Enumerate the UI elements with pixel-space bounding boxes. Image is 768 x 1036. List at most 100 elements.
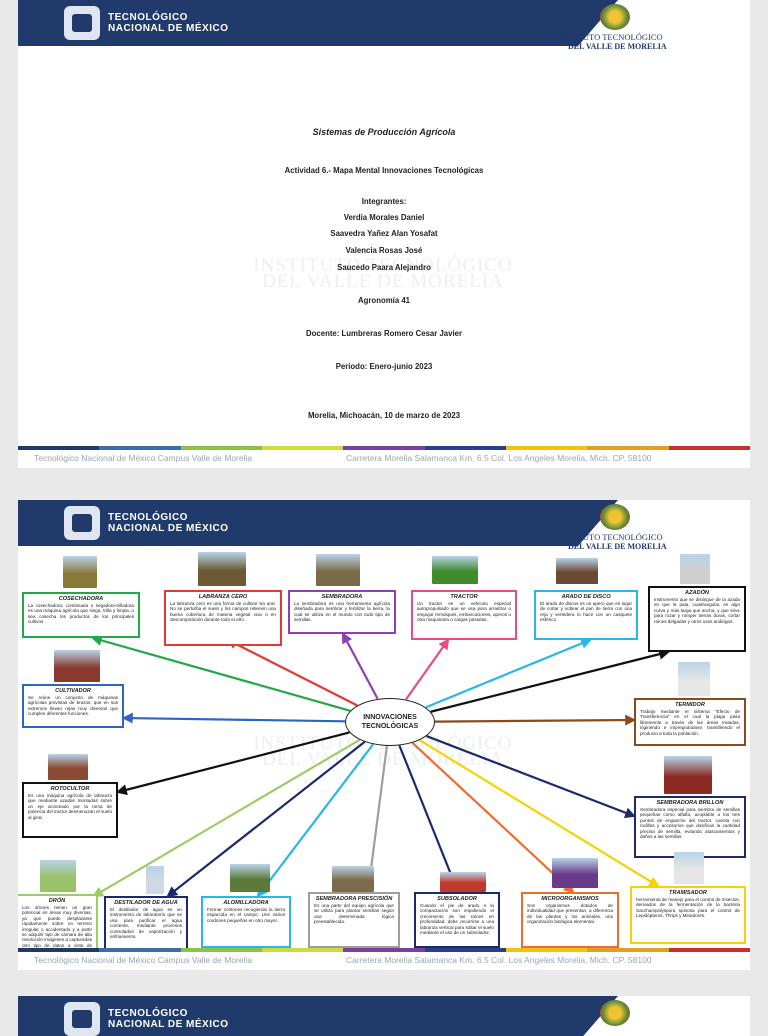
node-text: El destilador de agua es un instrumento …: [110, 907, 182, 940]
node-text: herramienta de manejo para el control de…: [636, 897, 740, 919]
node-text: Es una máquina agrícola de labranza que …: [28, 793, 112, 820]
thumbnail-labranza-cero: [198, 552, 246, 586]
tecnm-name-line2: NACIONAL DE MÉXICO: [108, 523, 229, 534]
tecnm-name: TECNOLÓGICO NACIONAL DE MÉXICO: [108, 512, 229, 534]
watermark-line2: DEL VALLE DE MORELIA: [262, 271, 504, 292]
node-title: SEMBRADORA BRILLON: [656, 800, 724, 806]
node-text: Instrumento que se distingue de la azada…: [654, 597, 740, 624]
thumbnail-azad-n: [680, 554, 710, 584]
itvm-name-line2: DEL VALLE DE MORELIA: [568, 542, 667, 551]
node-title: TRACTOR: [450, 594, 478, 600]
node-title: MICROORGANISMOS: [541, 896, 599, 902]
tecnm-name-line1: TECNOLÓGICO: [108, 1008, 188, 1019]
header-band: [18, 0, 618, 46]
node-title: SUBSOLADOR: [437, 896, 477, 902]
tecnm-name-line2: NACIONAL DE MÉXICO: [108, 1019, 229, 1030]
tecnm-logo-icon: [64, 1002, 100, 1036]
node-text: La labranza cero es una forma de cultiva…: [170, 601, 276, 623]
footer-color-segment: [180, 948, 262, 952]
member-3: Valencia Rosas José: [345, 246, 423, 255]
next-page-header: TECNOLÓGICO NACIONAL DE MÉXICO: [18, 996, 750, 1036]
thumbnail-subsolador: [440, 872, 486, 892]
footer-color-segment: [343, 948, 425, 952]
tecnm-logo-icon: [64, 6, 100, 40]
connector-dr-n: [92, 738, 361, 898]
footer-color-segment: [18, 948, 100, 952]
thumbnail-arado-de-disco: [556, 558, 598, 584]
page-footer: Tecnológico Nacional de México Campus Va…: [18, 446, 750, 468]
header-band: [18, 996, 618, 1036]
page-footer: Tecnológico Nacional de México Campus Va…: [18, 948, 750, 970]
thumbnail-cosechadora: [63, 556, 97, 588]
node-text: Se reúne un conjunto de máquinas agrícol…: [28, 695, 118, 717]
itvm-name-line2: DEL VALLE DE MORELIA: [568, 42, 667, 51]
connector-rotocultor: [115, 731, 350, 796]
connector-microorganismos: [411, 742, 575, 894]
teacher-label: Docente: Lumbreras Romero Cesar Javier: [306, 329, 462, 338]
center-line1: INNOVACIONES: [363, 714, 417, 721]
center-line2: TECNOLÓGICAS: [361, 723, 419, 730]
node-text: Un tractor es un vehículo especial autop…: [417, 601, 511, 623]
connector-cultivador: [121, 712, 346, 724]
mindmap-connectors: [90, 632, 671, 898]
mindmap-page: TECNOLÓGICO NACIONAL DE MÉXICO INSTITUTO…: [18, 500, 750, 970]
node-text: Sembradora especial para siembra de semi…: [640, 807, 740, 840]
thumbnail-tractor: [432, 556, 478, 584]
node-text: Formar contones recogiendo la tierra esp…: [207, 907, 285, 923]
subject-title: Sistemas de Producción Agrícola: [312, 127, 456, 137]
connector-destilador-de-agua: [166, 740, 366, 898]
thumbnail-cultivador: [54, 650, 100, 682]
itvm-seal-icon: [600, 1000, 630, 1026]
connector-tractor: [404, 638, 450, 701]
node-title: SEMBRADORA: [321, 594, 363, 600]
footer-color-bar: [18, 948, 750, 952]
node-text: Es una parte del equipo agrícola que se …: [314, 903, 394, 925]
footer-right-text: Carretera Morelia Salamanca Km. 6.5 Col.…: [346, 955, 652, 965]
activity-title: Actividad 6.- Mapa Mental Innovaciones T…: [284, 166, 484, 175]
itvm-name-line1: INSTITUTO TECNOLÓGICO: [556, 32, 663, 42]
node-title: DRÓN: [48, 898, 66, 904]
itvm-logo: INSTITUTO TECNOLÓGICO DEL VALLE DE MOREL…: [548, 2, 738, 52]
watermark-line1: INSTITUTO TECNOLÓGICO: [253, 255, 513, 276]
footer-color-segment: [505, 948, 588, 952]
footer-color-segment: [587, 446, 669, 450]
thumbnail-tramisador: [674, 852, 704, 884]
footer-right-text: Carretera Morelia Salamanca Km. 6.5 Col.…: [346, 453, 652, 463]
connector-termidor: [434, 714, 637, 726]
thumbnail-alomilladora: [230, 864, 270, 892]
page-header: TECNOLÓGICO NACIONAL DE MÉXICO INSTITUTO…: [18, 500, 750, 552]
page-header: TECNOLÓGICO NACIONAL DE MÉXICO: [18, 996, 750, 1036]
node-title: AZADÓN: [685, 590, 709, 596]
thumbnail-sembradora: [316, 554, 360, 586]
node-text: Cuando el pie de arado o la compactación…: [420, 903, 494, 936]
connector-sembradora: [341, 632, 379, 700]
node-title: ARADO DE DISCO: [561, 594, 611, 600]
connector-labranza-cero: [226, 639, 358, 707]
footer-color-segment: [424, 948, 506, 952]
node-title: COSECHADORA: [58, 596, 104, 602]
footer-color-segment: [261, 446, 344, 450]
node-title: SEMBRADORA PRESCISIÓN: [315, 896, 393, 902]
period-label: Periodo: Enero-junio 2023: [335, 362, 433, 371]
mindmap-center: INNOVACIONES TECNOLÓGICAS: [345, 698, 435, 746]
footer-color-segment: [343, 446, 425, 450]
itvm-name-line1: INSTITUTO TECNOLÓGICO: [556, 532, 663, 542]
footer-color-segment: [505, 446, 588, 450]
footer-left-text: Tecnológico Nacional de México Campus Va…: [34, 955, 253, 965]
itvm-seal-icon: [600, 4, 630, 30]
thumbnail-sembradora-brillon: [664, 756, 712, 794]
thumbnail-sembradora-prescisi-n: [332, 866, 374, 892]
footer-color-segment: [99, 948, 181, 952]
